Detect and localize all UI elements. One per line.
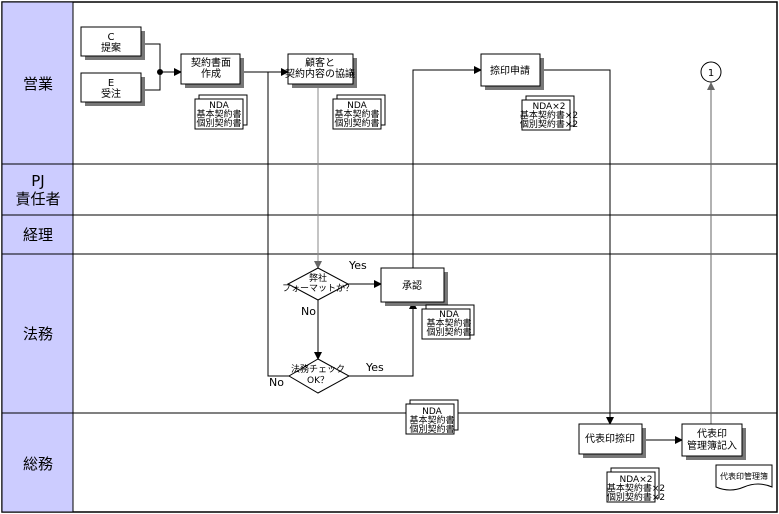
edge-approve-request bbox=[412, 66, 482, 268]
edge-request-press bbox=[544, 69, 614, 425]
connector-node: 1 bbox=[700, 61, 722, 83]
edge-order-merge bbox=[145, 72, 161, 91]
decision-own-format: 弊社フォーマットか？ bbox=[282, 267, 354, 301]
label-no: No bbox=[301, 305, 316, 318]
svg-text:C提案: C提案 bbox=[101, 32, 121, 54]
label-yes: Yes bbox=[348, 259, 367, 272]
lane-label-sales: 営業 bbox=[23, 75, 53, 93]
process-seal-press: 代表印捺印 bbox=[578, 423, 646, 458]
process-draft: 契約書面作成 bbox=[180, 53, 244, 88]
svg-text:承認: 承認 bbox=[402, 279, 422, 292]
svg-text:代表印管理簿記入: 代表印管理簿記入 bbox=[687, 427, 737, 452]
flow-edges bbox=[145, 43, 715, 444]
process-negotiate: 顧客と契約内容の協議 bbox=[285, 53, 357, 88]
document-ledger: 代表印管理簿 bbox=[715, 464, 773, 491]
edge-check-yes-approve bbox=[349, 301, 417, 377]
lane-label-accounting: 経理 bbox=[23, 226, 53, 244]
process-seal-request: 捺印申請 bbox=[480, 53, 544, 90]
process-seal-log: 代表印管理簿記入 bbox=[681, 423, 746, 460]
label-no: No bbox=[269, 376, 284, 389]
svg-text:捺印申請: 捺印申請 bbox=[490, 64, 530, 77]
svg-text:E受注: E受注 bbox=[101, 78, 121, 100]
svg-text:1: 1 bbox=[708, 68, 714, 79]
lane-label-legal: 法務 bbox=[23, 325, 53, 343]
svg-text:顧客と契約内容の協議: 顧客と契約内容の協議 bbox=[285, 56, 355, 80]
svg-text:代表印捺印: 代表印捺印 bbox=[585, 432, 635, 445]
merge-dot bbox=[157, 69, 163, 75]
svg-text:契約書面作成: 契約書面作成 bbox=[191, 56, 231, 80]
edge-proposal-merge bbox=[145, 43, 161, 72]
lane-header-column bbox=[1, 1, 74, 513]
svg-text:代表印管理簿: 代表印管理簿 bbox=[720, 471, 768, 481]
label-yes: Yes bbox=[365, 361, 384, 374]
svg-text:弊社フォーマットか？: 弊社フォーマットか？ bbox=[282, 272, 354, 294]
process-approve: 承認 bbox=[380, 267, 448, 306]
edge-labels: Yes No Yes No bbox=[269, 259, 384, 389]
lane-label-general: 総務 bbox=[23, 455, 53, 473]
edge-check-no-loop bbox=[267, 72, 289, 377]
